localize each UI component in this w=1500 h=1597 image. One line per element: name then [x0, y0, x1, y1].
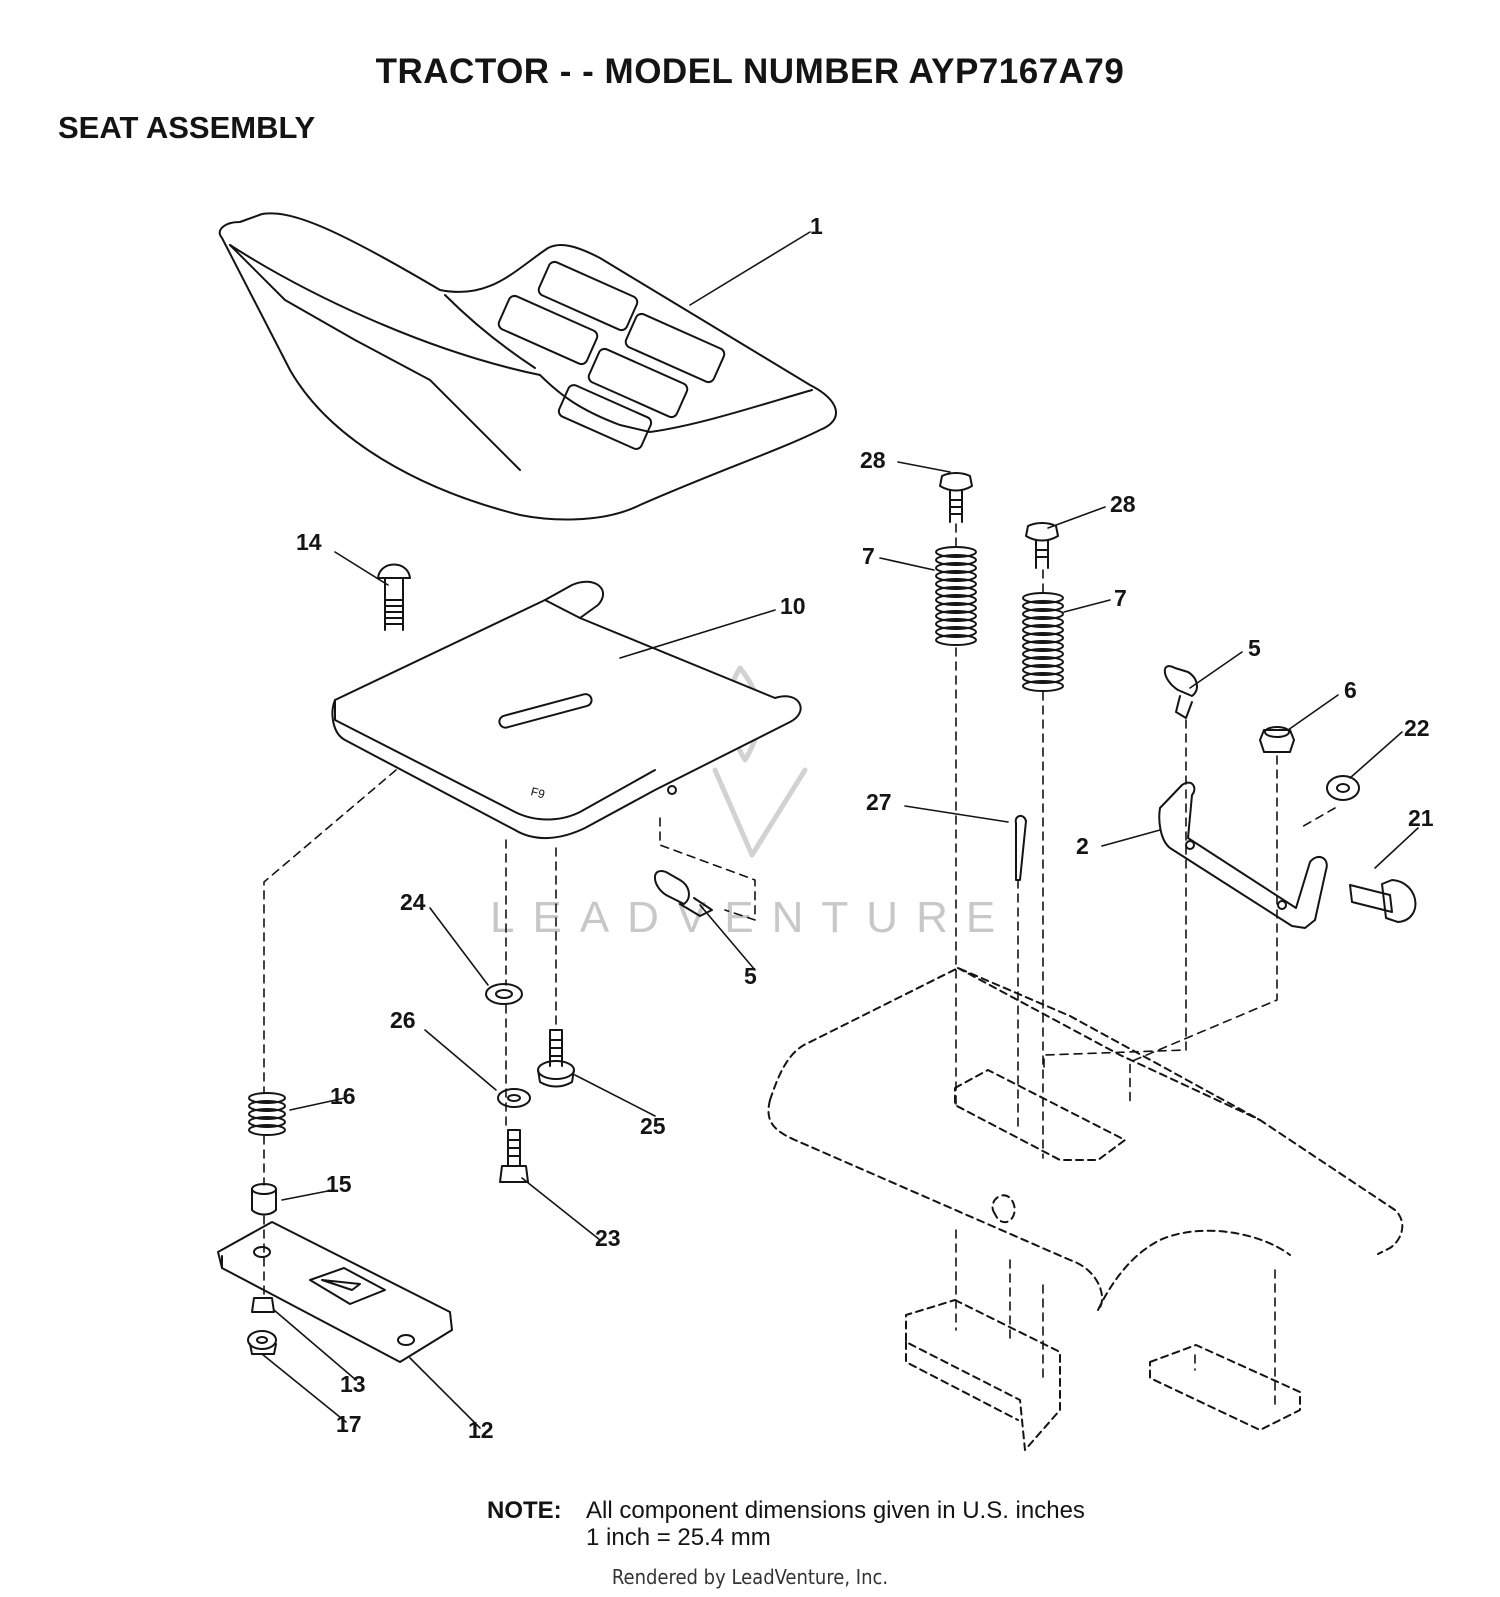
callout-26: 26	[390, 1007, 416, 1033]
hairpin-pin	[1014, 815, 1027, 881]
callout-7-left: 7	[862, 543, 875, 569]
diagram-title: TRACTOR - - MODEL NUMBER AYP7167A79	[375, 52, 1125, 91]
callout-15: 15	[326, 1171, 352, 1197]
callout-16: 16	[330, 1083, 356, 1109]
callout-22: 22	[1404, 715, 1430, 741]
note-label: NOTE:	[487, 1497, 562, 1524]
callout-5-lower: 5	[744, 963, 757, 989]
washer-24	[485, 983, 523, 1005]
spacer-15	[251, 1183, 277, 1216]
section-title: SEAT ASSEMBLY	[58, 110, 316, 145]
carriage-bolt-part	[377, 563, 411, 631]
callout-25: 25	[640, 1113, 666, 1139]
callout-28-left: 28	[860, 447, 886, 473]
svg-text:F9: F9	[529, 784, 546, 801]
lock-washer-26	[497, 1088, 531, 1108]
spring-left	[935, 546, 977, 646]
callout-5-upper: 5	[1248, 635, 1261, 661]
spring-16	[248, 1092, 286, 1136]
callout-17: 17	[336, 1411, 362, 1437]
callout-labels: 1 28 28 14 10 7 7 5 6 22 27 2 21 24 5 26…	[296, 213, 1434, 1443]
knob-bolt-right	[1025, 522, 1059, 569]
callout-27: 27	[866, 789, 892, 815]
assembly-center-lines	[263, 523, 1336, 1406]
render-credit: Rendered by LeadVenture, Inc.	[611, 1565, 889, 1589]
bracket-part-2	[1158, 781, 1328, 929]
callout-23: 23	[595, 1225, 621, 1251]
flange-nut-17	[247, 1330, 277, 1355]
callout-6: 6	[1344, 677, 1357, 703]
callout-12: 12	[468, 1417, 494, 1443]
bolt-23	[499, 1129, 529, 1183]
callout-7-right: 7	[1114, 585, 1127, 611]
spring-right	[1022, 592, 1064, 692]
knob-bolt-left	[939, 472, 973, 523]
note-line-2: 1 inch = 25.4 mm	[586, 1524, 771, 1551]
note-line-1: All component dimensions given in U.S. i…	[586, 1497, 1085, 1524]
nut-13	[251, 1297, 275, 1313]
screw-25	[537, 1029, 575, 1088]
shoulder-bolt	[1349, 879, 1417, 923]
callout-10: 10	[780, 593, 806, 619]
watermark-text: LEADVENTURE	[490, 893, 1013, 942]
callout-21: 21	[1408, 805, 1434, 831]
callout-1: 1	[810, 213, 823, 239]
callout-24: 24	[400, 889, 426, 915]
seat-pan-part: F9	[331, 580, 802, 840]
seat-part	[218, 212, 837, 521]
callout-14: 14	[296, 529, 322, 555]
clip-upper	[1163, 665, 1198, 719]
callout-2: 2	[1076, 833, 1089, 859]
lock-nut	[1259, 726, 1295, 753]
tractor-frame-outline	[767, 967, 1404, 1451]
flat-washer-22	[1326, 775, 1360, 801]
leader-lines	[261, 231, 1419, 1429]
callout-28-right: 28	[1110, 491, 1136, 517]
callout-13: 13	[340, 1371, 366, 1397]
bracket-plate-12	[217, 1221, 453, 1363]
